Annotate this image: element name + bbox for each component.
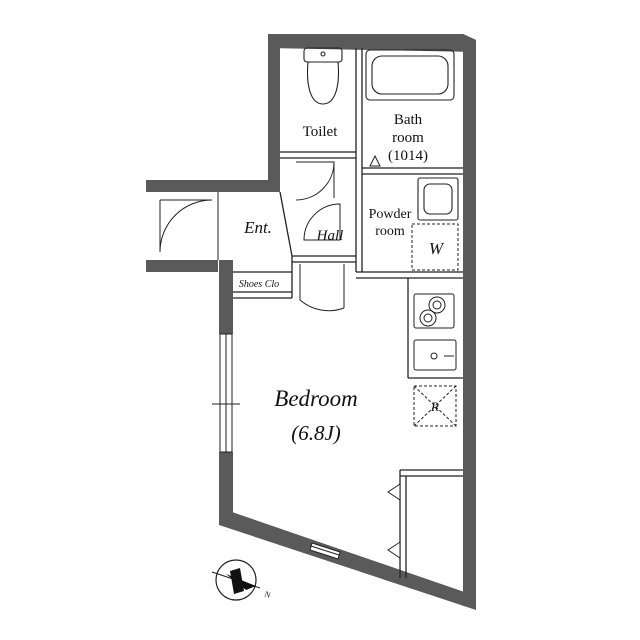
washbasin-icon <box>417 177 459 221</box>
bath-label-3: (1014) <box>388 148 428 164</box>
shoes-closet-label: Shoes Clo <box>239 279 279 290</box>
interior-walls <box>233 48 463 578</box>
wall-bedroom-west-upper <box>219 298 233 334</box>
powder-label-2: room <box>375 224 405 239</box>
entrance-door <box>159 199 213 253</box>
hall-label: Hall <box>316 228 344 244</box>
south-window <box>309 542 341 560</box>
bedroom-label: Bedroom <box>274 386 357 411</box>
powder-label-1: Powder <box>369 207 412 222</box>
wall-entrance-sw <box>219 260 233 300</box>
wall-bedroom-west-lower <box>219 452 233 522</box>
bedroom-door <box>299 264 345 312</box>
toilet-door <box>295 161 335 201</box>
bath-door-mark <box>369 154 381 167</box>
outer-walls <box>146 34 476 610</box>
sink-icon <box>413 339 457 371</box>
doors <box>159 154 381 312</box>
entrance-label: Ent. <box>243 218 272 237</box>
washer-space <box>411 223 459 271</box>
bath-label-1: Bath <box>394 112 423 128</box>
washer-label: W <box>429 239 445 258</box>
wall-right <box>463 34 476 608</box>
wall-entrance-north <box>146 180 280 192</box>
stove-icon <box>413 293 455 329</box>
toilet-label: Toilet <box>303 124 339 140</box>
compass-icon: N <box>211 559 272 601</box>
entrance-opening <box>146 192 160 260</box>
toilet-fixture <box>303 47 343 105</box>
fridge-label: R <box>430 399 439 414</box>
wall-bottom <box>219 512 476 610</box>
wall-entrance-south <box>146 260 218 272</box>
bath-label-2: room <box>392 130 424 146</box>
wall-toilet-west <box>268 34 280 190</box>
bedroom-size-label: (6.8J) <box>291 421 341 445</box>
fridge-space <box>413 385 457 427</box>
compass-north-label: N <box>263 589 272 600</box>
west-window <box>212 333 240 453</box>
wall-top <box>268 34 476 52</box>
hall-door <box>303 203 341 241</box>
closet-doors <box>387 483 401 559</box>
bathtub-icon <box>365 49 455 101</box>
